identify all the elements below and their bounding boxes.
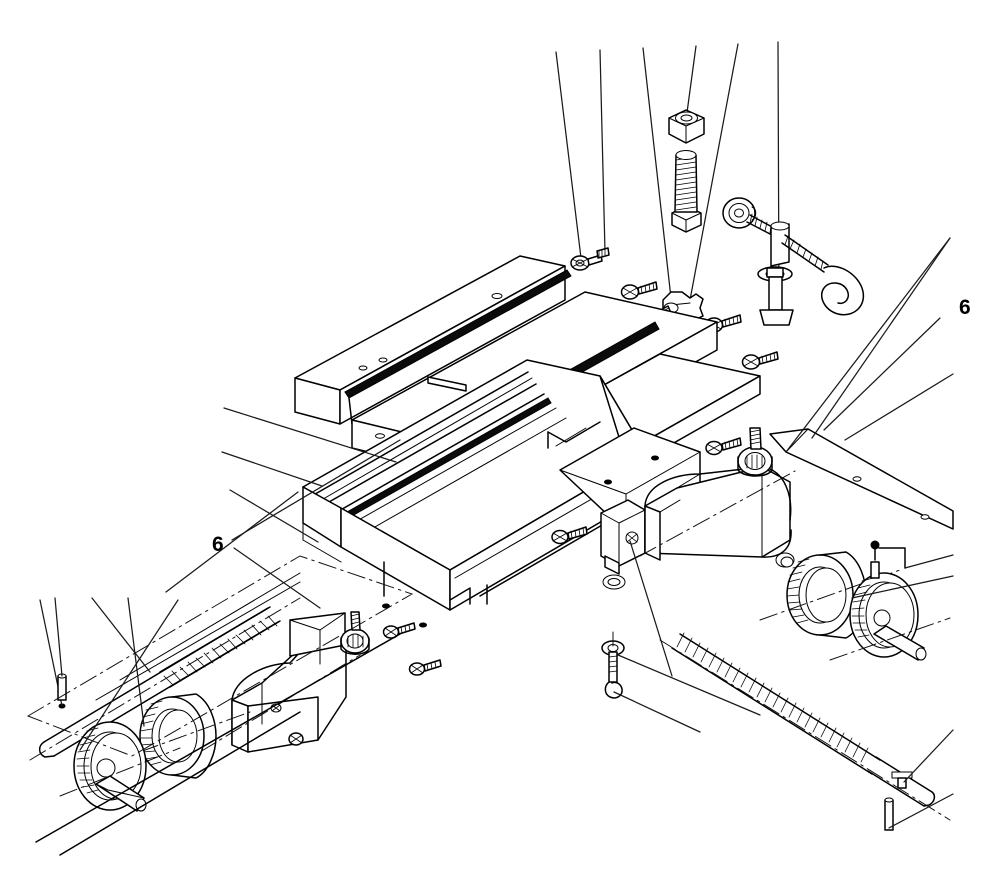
drive-pin: [54, 597, 67, 701]
cap-screw: [382, 622, 416, 639]
eye-bolt: [601, 631, 761, 733]
set-screw: [596, 247, 610, 259]
t-slot-clamp: [722, 197, 865, 326]
pan-screw-washer: [570, 254, 603, 271]
callout-6-right: 6: [959, 296, 971, 319]
leadscrew-x: [29, 597, 301, 761]
boss-mark: [382, 603, 390, 609]
leader-lines-table: [165, 407, 397, 593]
bearing-block-right: [639, 466, 796, 568]
leader-lines-right: [811, 237, 951, 439]
cap-screw: [620, 281, 658, 300]
leader-lines-left: [231, 439, 401, 609]
collar: [737, 427, 773, 477]
leader-lines-top: [555, 41, 780, 311]
leadscrew-y: [659, 632, 954, 821]
left-assembly-outline: [26, 555, 414, 856]
callout-6-left: 6: [212, 533, 224, 556]
hex-bolt: [671, 150, 702, 233]
hex-nut: [668, 109, 705, 144]
nut-housing: [600, 499, 673, 677]
drive-pin: [884, 793, 954, 831]
cap-screw: [705, 437, 742, 456]
cap-screw: [408, 659, 442, 676]
boss-mark: [419, 622, 427, 628]
handwheel-right: [829, 540, 954, 661]
gib-strip: [769, 237, 954, 530]
cap-screw: [551, 526, 588, 545]
cap-screw: [741, 351, 779, 370]
